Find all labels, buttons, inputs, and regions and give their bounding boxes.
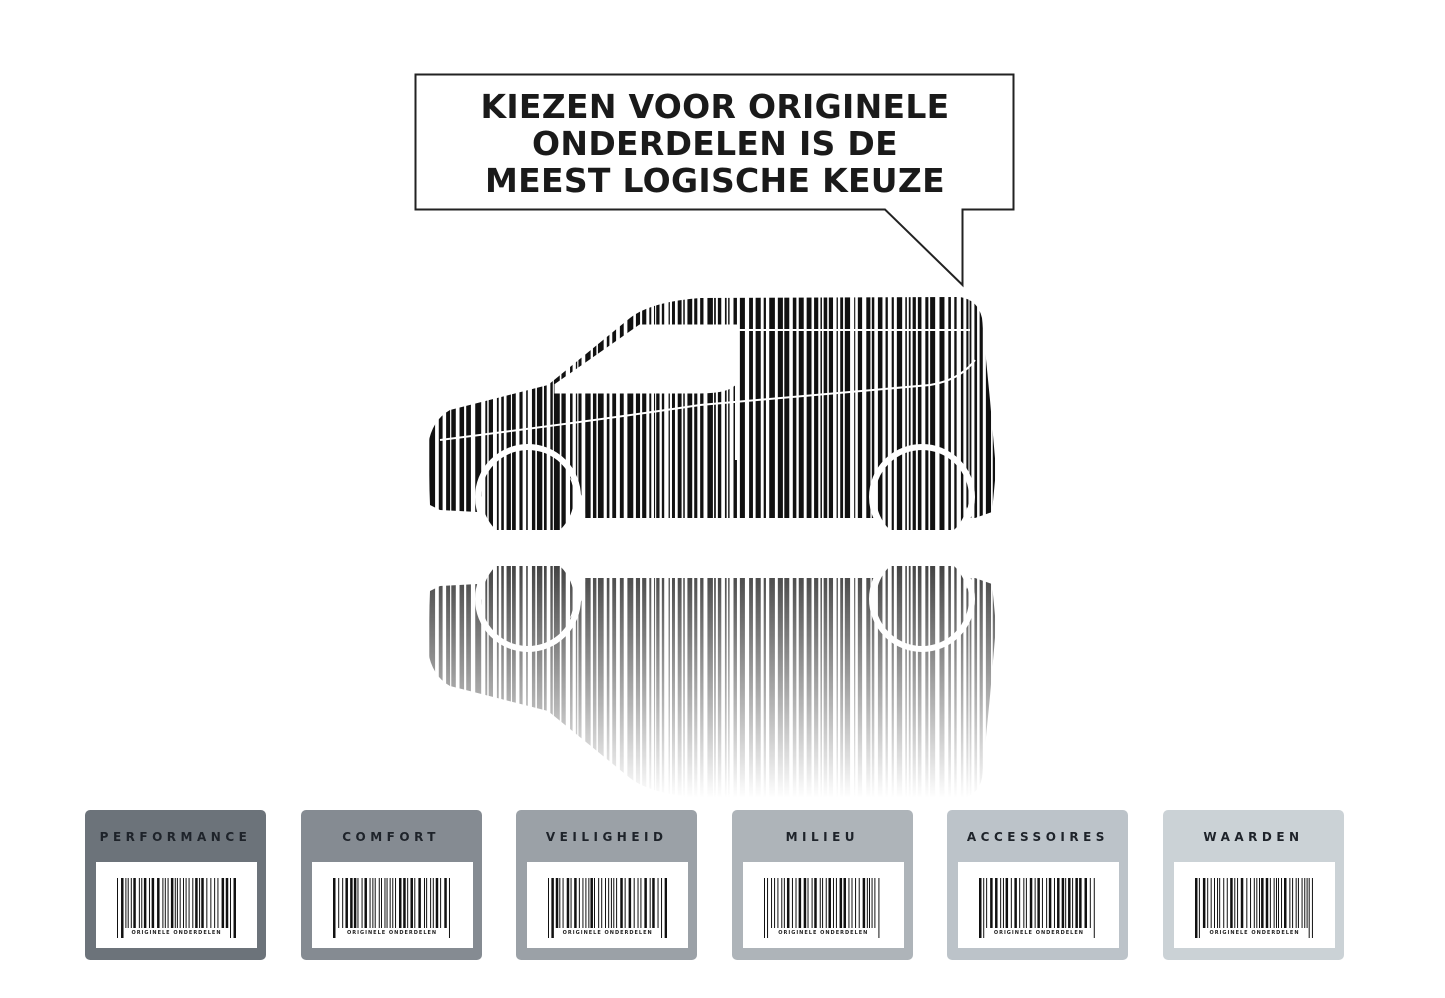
barcode-icon — [548, 878, 668, 938]
barcode-label: ORIGINELE ONDERDELEN — [527, 862, 689, 948]
card-title: MILIEU — [785, 830, 860, 844]
headline-line: KIEZEN VOOR ORIGINELE — [480, 87, 950, 126]
barcode-label: ORIGINELE ONDERDELEN — [1174, 862, 1335, 948]
van-reflection — [420, 546, 1001, 800]
feature-card-performance[interactable]: PERFORMANCE ORIGINELE ONDERDELEN — [85, 810, 266, 960]
speech-bubble — [414, 73, 1015, 288]
barcode-icon — [332, 878, 450, 938]
barcode-caption: ORIGINELE ONDERDELEN — [347, 930, 438, 936]
headline: KIEZEN VOOR ORIGINELE ONDERDELEN IS DE M… — [416, 88, 1014, 199]
van-window — [554, 324, 738, 394]
headline-line: MEEST LOGISCHE KEUZE — [485, 161, 945, 200]
card-title: COMFORT — [342, 830, 440, 844]
card-title: VEILIGHEID — [545, 830, 668, 844]
barcode-van-illustration — [0, 297, 1445, 800]
feature-card-milieu[interactable]: MILIEU ORIGINELE ONDERDELEN — [731, 810, 913, 960]
barcode-label: ORIGINELE ONDERDELEN — [742, 862, 904, 948]
barcode-icon — [763, 878, 880, 938]
card-title: PERFORMANCE — [99, 830, 252, 844]
card-title: ACCESSOIRES — [966, 830, 1109, 844]
barcode-caption: ORIGINELE ONDERDELEN — [778, 930, 869, 936]
headline-line: ONDERDELEN IS DE — [532, 124, 898, 163]
feature-card-waarden[interactable]: WAARDEN ORIGINELE ONDERDELEN — [1163, 810, 1344, 960]
barcode-icon — [979, 878, 1096, 938]
barcode-caption: ORIGINELE ONDERDELEN — [131, 930, 222, 936]
feature-card-comfort[interactable]: COMFORT ORIGINELE ONDERDELEN — [300, 810, 482, 960]
card-title: WAARDEN — [1203, 830, 1304, 844]
barcode-icon — [1195, 878, 1313, 938]
barcode-caption: ORIGINELE ONDERDELEN — [1209, 930, 1300, 936]
barcode-label: ORIGINELE ONDERDELEN — [958, 862, 1120, 948]
barcode-icon — [117, 878, 236, 938]
barcode-caption: ORIGINELE ONDERDELEN — [993, 930, 1084, 936]
feature-card-accessoires[interactable]: ACCESSOIRES ORIGINELE ONDERDELEN — [947, 810, 1129, 960]
barcode-label: ORIGINELE ONDERDELEN — [96, 862, 257, 948]
feature-card-veiligheid[interactable]: VEILIGHEID ORIGINELE ONDERDELEN — [516, 810, 698, 960]
barcode-label: ORIGINELE ONDERDELEN — [311, 862, 473, 948]
barcode-caption: ORIGINELE ONDERDELEN — [562, 930, 653, 936]
